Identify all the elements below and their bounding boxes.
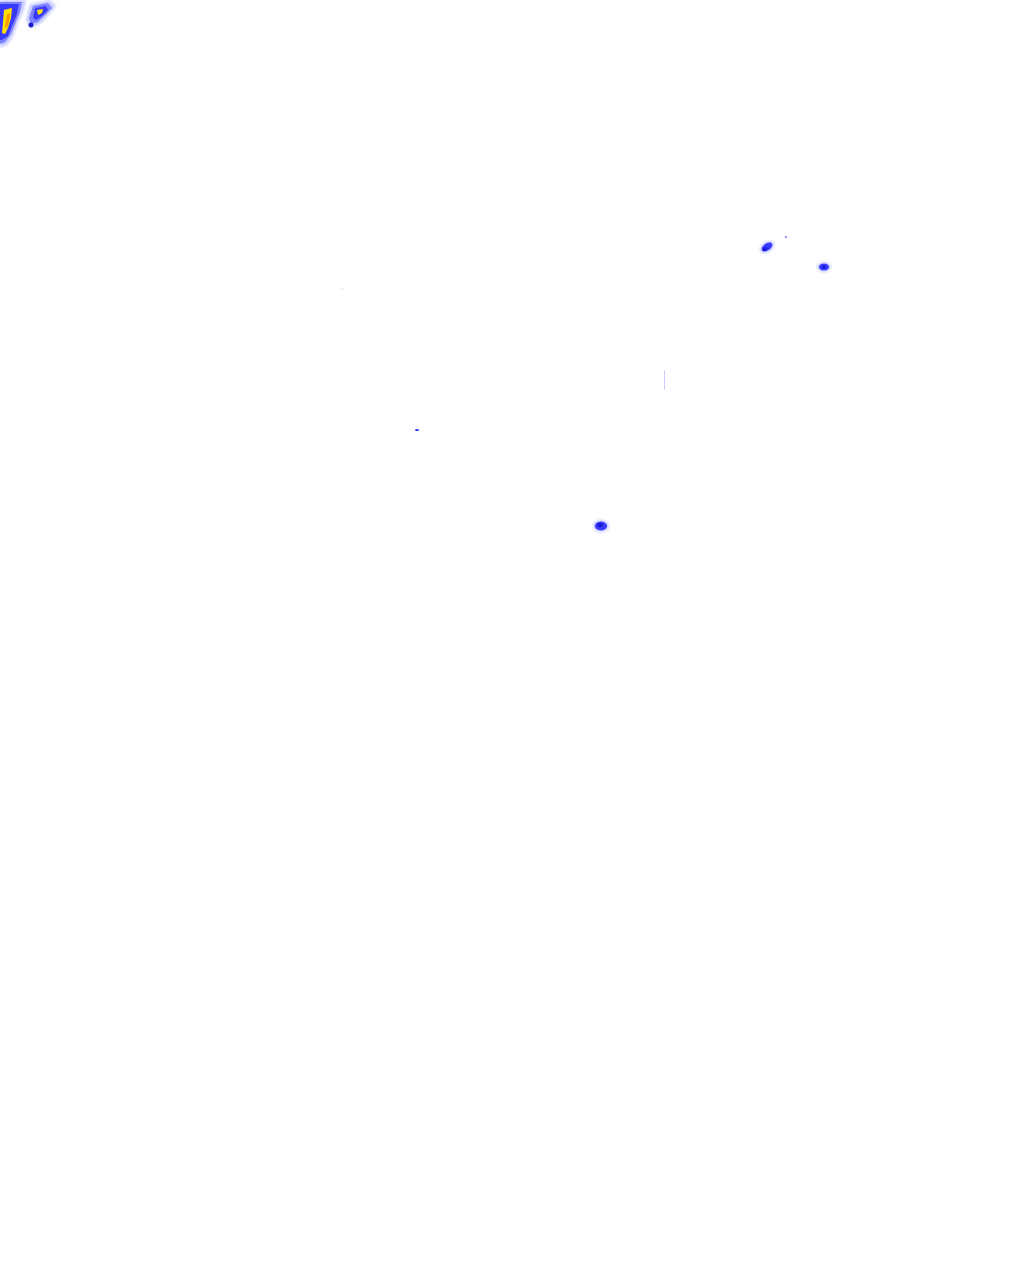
- echo-cell-upper-right-a: [759, 236, 788, 254]
- echo-cell-center: [593, 520, 609, 532]
- echo-speck-left: [415, 429, 419, 431]
- echo-speck-mid: [342, 288, 665, 390]
- echo-cell-top-left-large: [0, 0, 26, 48]
- echo-cell-upper-right-b: [817, 262, 831, 272]
- echo-cell-top-left-small: [26, 0, 56, 28]
